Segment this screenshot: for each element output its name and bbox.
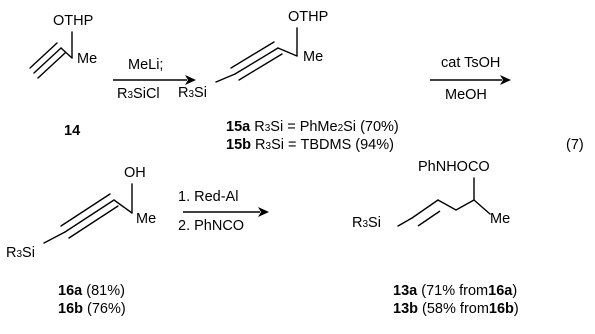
compound-16a-id: 16a xyxy=(58,283,83,299)
compound-13-structure xyxy=(397,177,491,227)
compound-14-number: 14 xyxy=(64,123,81,139)
equation-number: (7) xyxy=(566,137,584,153)
reaction-1-reagent-above: MeLi; xyxy=(128,57,164,73)
reaction-3-step-2: 2. PhNCO xyxy=(178,218,245,234)
compound-13a-post: ) xyxy=(512,283,518,299)
compound-16-oh-label: OH xyxy=(124,165,146,181)
compound-16b-id: 16b xyxy=(58,301,83,317)
compound-15-structure xyxy=(215,27,298,83)
compound-13-double-bond xyxy=(417,210,441,227)
compound-15a-yield: (70%) xyxy=(360,119,399,135)
compound-13b-ref: 16b xyxy=(488,301,514,317)
reaction-arrow-1 xyxy=(113,75,196,85)
compound-15a-id: 15a xyxy=(226,119,251,135)
reaction-arrow-3 xyxy=(183,207,269,217)
compound-13b-post: ) xyxy=(513,301,519,317)
reaction-3-step-1: 1. Red-Al xyxy=(178,189,239,205)
compound-16-structure xyxy=(43,183,133,244)
compound-13b-pre: (58% from xyxy=(422,301,489,317)
compound-13a-id: 13a xyxy=(393,283,418,299)
compound-16-me-label: Me xyxy=(136,211,157,227)
compound-13b-line: 13b (58% from16b) xyxy=(393,302,519,317)
compound-16a-line: 16a (81%) xyxy=(58,284,125,299)
reaction-2-reagent-above: cat TsOH xyxy=(441,55,501,71)
compound-13a-ref: 16a xyxy=(488,283,513,299)
compound-16b-line: 16b (76%) xyxy=(58,302,126,317)
compound-14-othp-label: OTHP xyxy=(53,13,94,29)
compound-16a-yield: (81%) xyxy=(86,283,125,299)
compound-13-phnhoco-label: PhNHOCO xyxy=(418,159,490,175)
compound-13a-line: 13a (71% from16a) xyxy=(393,284,517,299)
compound-16b-yield: (76%) xyxy=(87,301,126,317)
compound-13a-pre: (71% from xyxy=(421,283,489,299)
compound-14-me-label: Me xyxy=(77,51,98,67)
compound-15b-id: 15b xyxy=(226,137,251,153)
compound-15-me-label: Me xyxy=(303,49,324,65)
compound-13-me-label: Me xyxy=(490,211,511,227)
compound-13b-id: 13b xyxy=(393,301,418,317)
compound-15-othp-label: OTHP xyxy=(288,9,329,25)
compound-14-structure xyxy=(29,31,73,79)
reaction-arrow-2 xyxy=(430,75,511,85)
compound-15b-yield: (94%) xyxy=(355,137,394,153)
reaction-2-reagent-below: MeOH xyxy=(445,87,487,103)
